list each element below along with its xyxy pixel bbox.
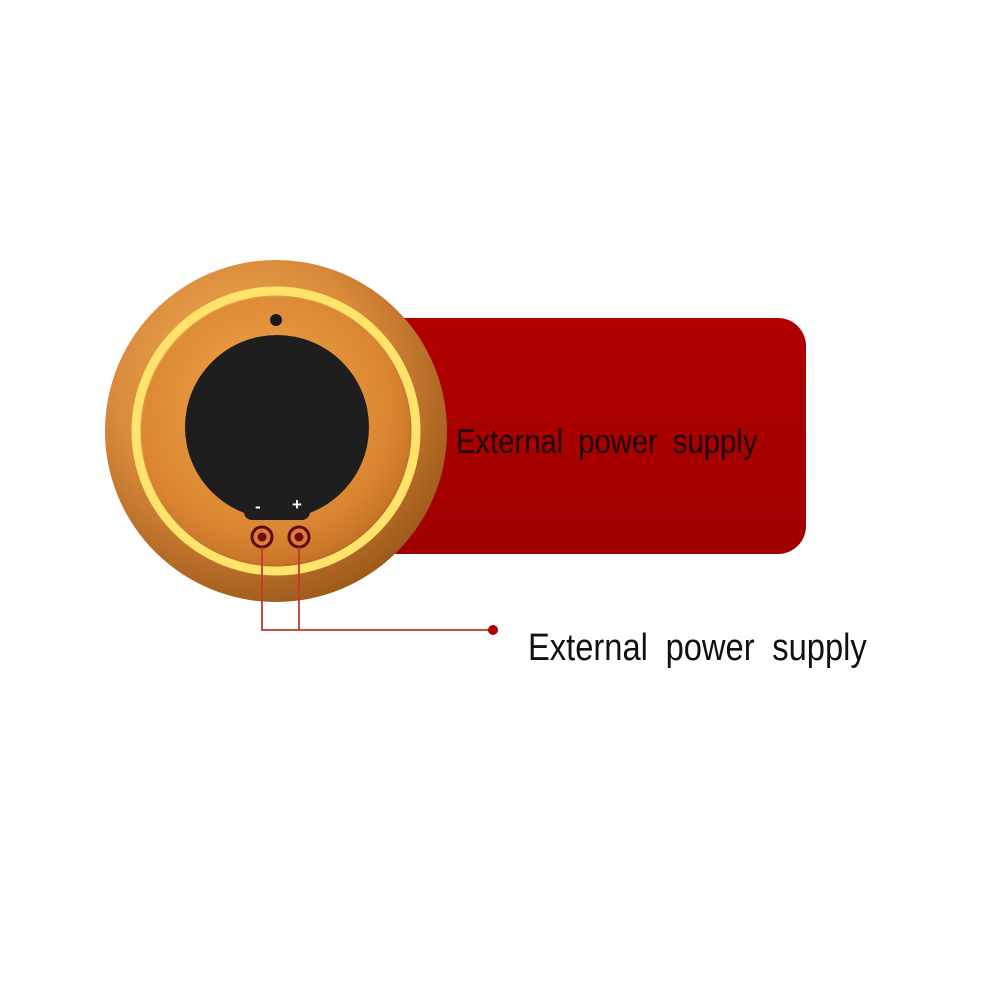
panel-label: External power supply [456, 423, 758, 461]
negative-terminal-mark: - [255, 497, 261, 516]
black-core [185, 335, 369, 519]
negative-wire [261, 547, 492, 631]
core-tab [244, 480, 310, 520]
gold-ring [131, 286, 421, 576]
red-panel [370, 318, 806, 554]
mount-hole [270, 314, 282, 326]
positive-pad-center [294, 532, 304, 542]
callout-label: External power supply [528, 627, 867, 669]
callout-dot [488, 625, 498, 635]
positive-terminal-mark: + [292, 495, 302, 514]
negative-pad-center [257, 532, 267, 542]
